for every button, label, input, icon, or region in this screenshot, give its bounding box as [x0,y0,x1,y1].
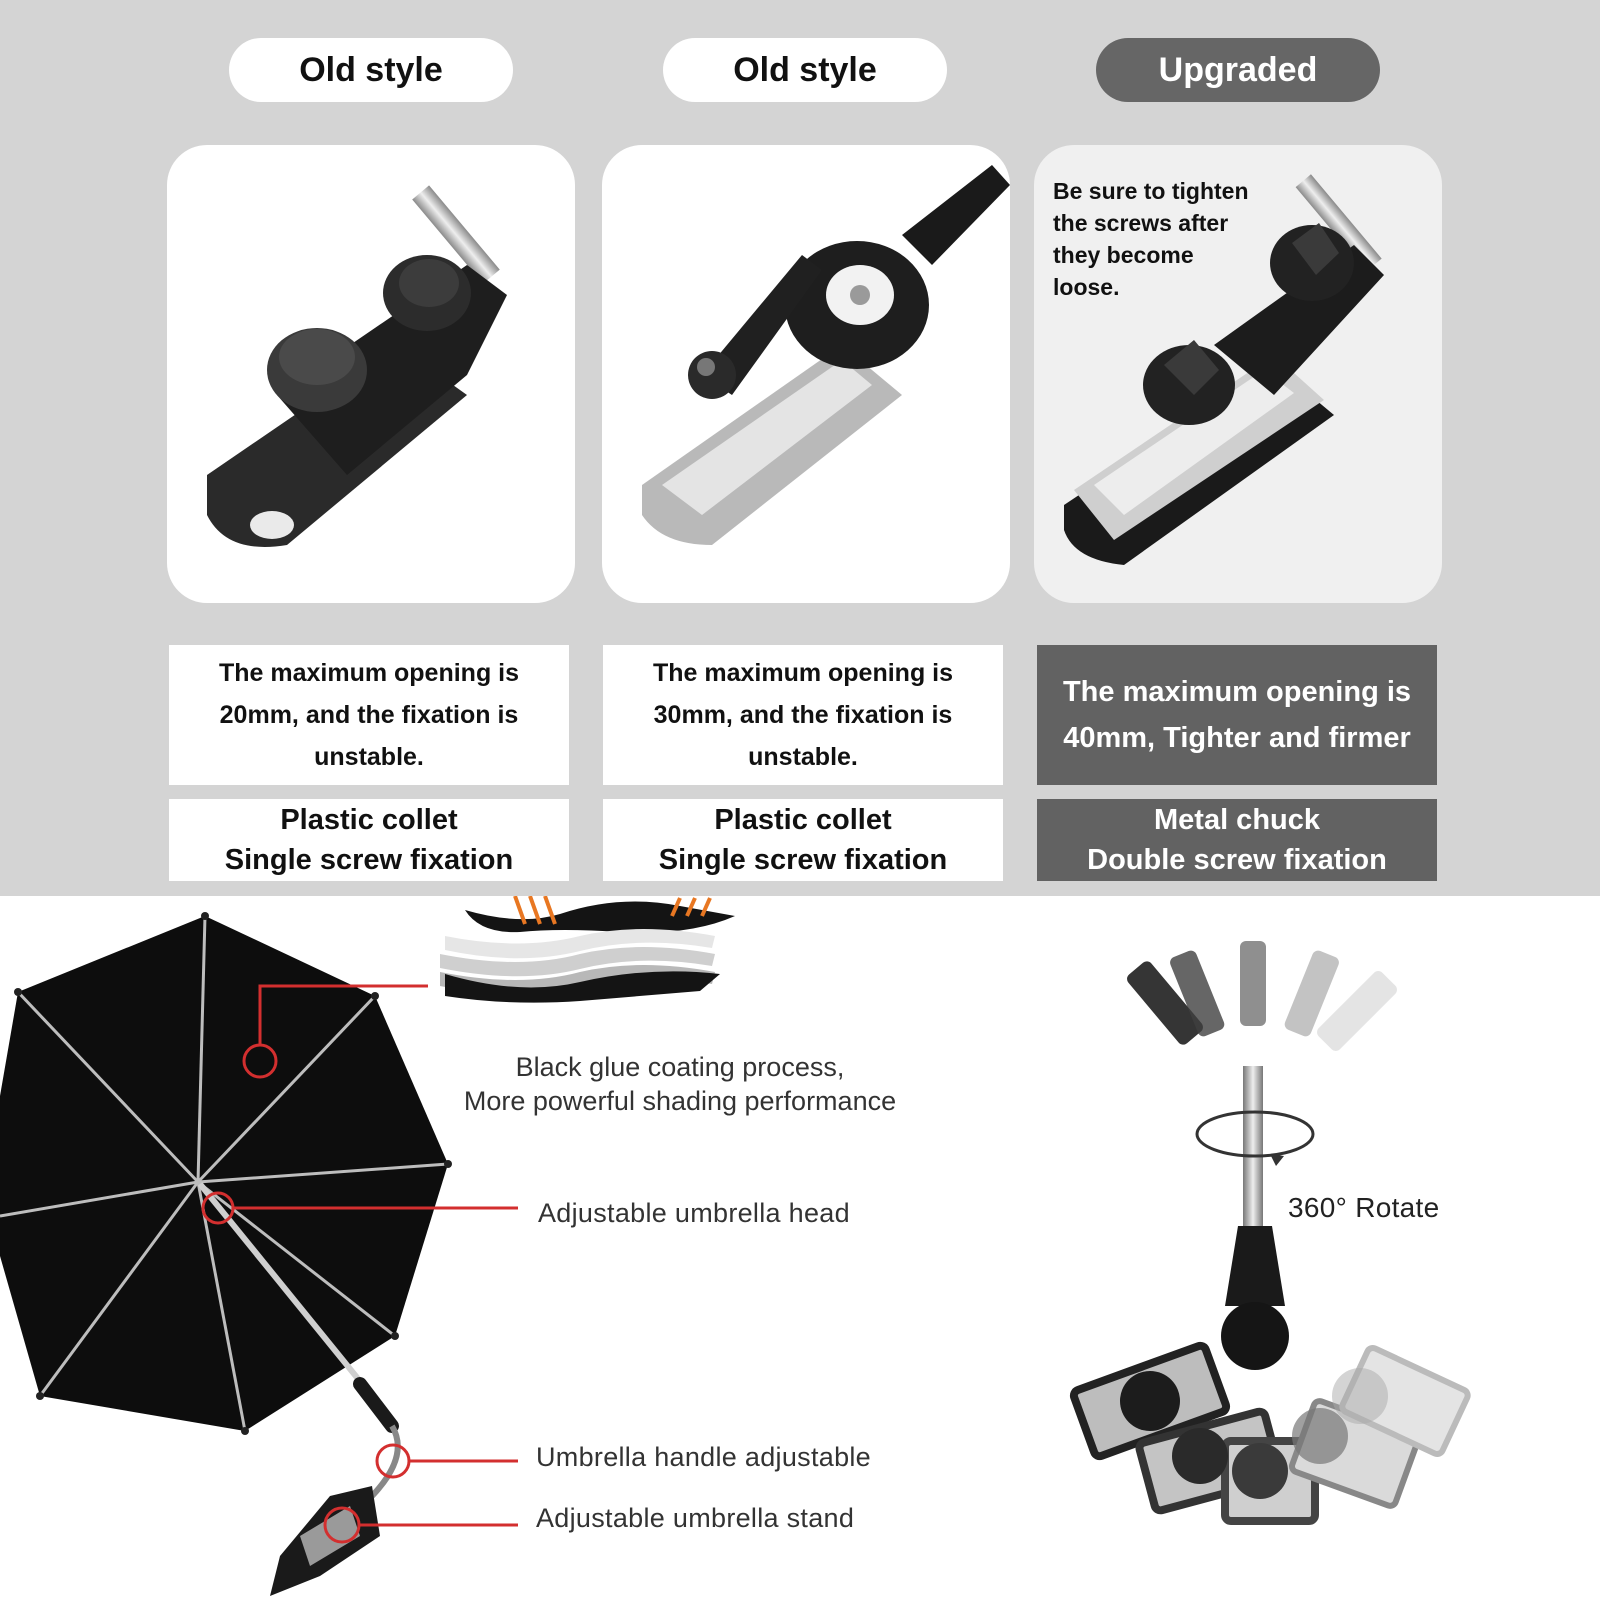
feature-line: Plastic collet [280,804,458,836]
opening-line: 40mm, Tighter and firmer [1063,722,1411,754]
umbrella-stand-label: Adjustable umbrella stand [536,1503,855,1533]
note-line: loose. [1053,274,1120,300]
red-callouts [201,984,518,1544]
umbrella-illustration [0,896,1471,1596]
opening-line: The maximum opening is [218,659,520,687]
badge-old-style-2: Old style [663,38,947,102]
rotate-label: 360° Rotate [1288,1192,1440,1223]
clamp-comparison-section: Old style Old style Upgraded [0,0,1600,896]
fabric-layers-illustration [440,896,735,1003]
umbrella-handle-label: Umbrella handle adjustable [536,1442,872,1472]
coating-line: More powerful shading performance [463,1086,897,1116]
feature-line: Single screw fixation [658,844,948,876]
umbrella-canopy [0,912,452,1596]
badge-upgraded: Upgraded [1096,38,1380,102]
feature-line: Metal chuck [1154,804,1320,836]
plastic-clamp-illustration [207,185,507,547]
feature-box-1: Plastic collet Single screw fixation [169,799,569,881]
opening-line: The maximum opening is [1062,676,1412,708]
tighten-screws-note: Be sure to tighten the screws after they… [1053,175,1249,303]
umbrella-head-label: Adjustable umbrella head [538,1198,850,1228]
plastic-clamp-photo-card [167,145,575,603]
badge-old-style-1: Old style [229,38,513,102]
opening-line: The maximum opening is [652,659,954,687]
feature-box-upgraded: Metal chuck Double screw fixation [1037,799,1437,881]
opening-description-1: The maximum opening is 20mm, and the fix… [169,645,569,785]
metal-clamp-photo-card: Be sure to tighten the screws after they… [1034,145,1442,603]
umbrella-features-section: Black glue coating process, More powerfu… [0,896,1600,1600]
rotated-clamps [1069,1302,1471,1525]
opening-line: 20mm, and the fixation is [219,701,519,729]
opening-description-2: The maximum opening is 30mm, and the fix… [603,645,1003,785]
opening-line: unstable. [748,743,858,771]
arrow-icon [513,896,712,925]
opening-line: unstable. [314,743,424,771]
coating-line: Black glue coating process, [515,1052,845,1082]
rotation-illustration [1069,941,1471,1525]
lever-clamp-photo-card [602,145,1010,603]
feature-line: Double screw fixation [1087,844,1387,876]
feature-line: Plastic collet [714,804,892,836]
coating-description: Black glue coating process, More powerfu… [430,1050,930,1118]
feature-box-2: Plastic collet Single screw fixation [603,799,1003,881]
note-line: the screws after [1053,210,1229,236]
metal-clamp-illustration [1064,174,1384,565]
feature-line: Single screw fixation [224,844,514,876]
note-line: they become [1053,242,1194,268]
lever-clamp-illustration [642,165,1010,545]
note-line: Be sure to tighten [1053,178,1249,204]
opening-description-upgraded: The maximum opening is 40mm, Tighter and… [1037,645,1437,785]
opening-line: 30mm, and the fixation is [653,701,953,729]
